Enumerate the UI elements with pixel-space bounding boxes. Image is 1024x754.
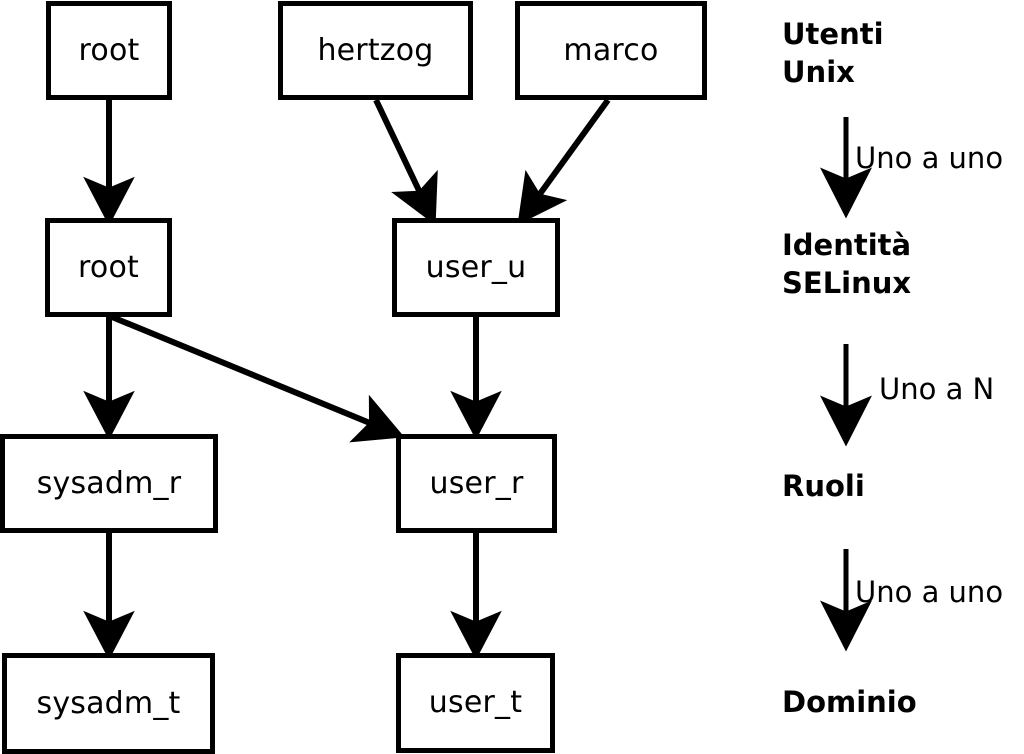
node-label: marco (563, 32, 659, 68)
node-role-user-r[interactable]: user_r (396, 434, 557, 533)
node-role-sysadm-r[interactable]: sysadm_r (0, 434, 218, 533)
stage-label-identita-selinux: Identità SELinux (782, 228, 912, 301)
edge-hertzog-to-user-u (373, 98, 438, 226)
node-label: root (78, 32, 140, 68)
node-label: sysadm_t (36, 685, 181, 721)
node-label: user_r (429, 465, 524, 501)
legend-label-uno-a-uno-users: Uno a uno (855, 141, 1004, 175)
stage-label-dominio: Dominio (782, 685, 917, 719)
node-ident-user-u[interactable]: user_u (392, 218, 560, 317)
node-label: sysadm_r (36, 465, 182, 501)
node-unix-hertzog[interactable]: hertzog (278, 1, 473, 100)
node-domain-user-t[interactable]: user_t (396, 653, 555, 753)
node-domain-sysadm-t[interactable]: sysadm_t (2, 653, 215, 754)
node-ident-root[interactable]: root (45, 218, 172, 317)
node-label: user_t (428, 685, 523, 720)
legend-label-uno-a-uno-roles: Uno a uno (855, 575, 1004, 609)
node-label: hertzog (317, 32, 434, 68)
stage-label-ruoli: Ruoli (782, 469, 865, 503)
node-label: root (78, 249, 139, 285)
node-label: user_u (425, 249, 527, 285)
node-unix-marco[interactable]: marco (515, 1, 707, 100)
legend-label-uno-a-n: Uno a N (879, 372, 995, 406)
edge-marco-to-user-u (517, 98, 611, 225)
edge-ident-root-to-user-r (110, 314, 405, 443)
stage-label-utenti-unix: Utenti Unix (782, 17, 884, 90)
node-unix-root[interactable]: root (46, 1, 172, 100)
